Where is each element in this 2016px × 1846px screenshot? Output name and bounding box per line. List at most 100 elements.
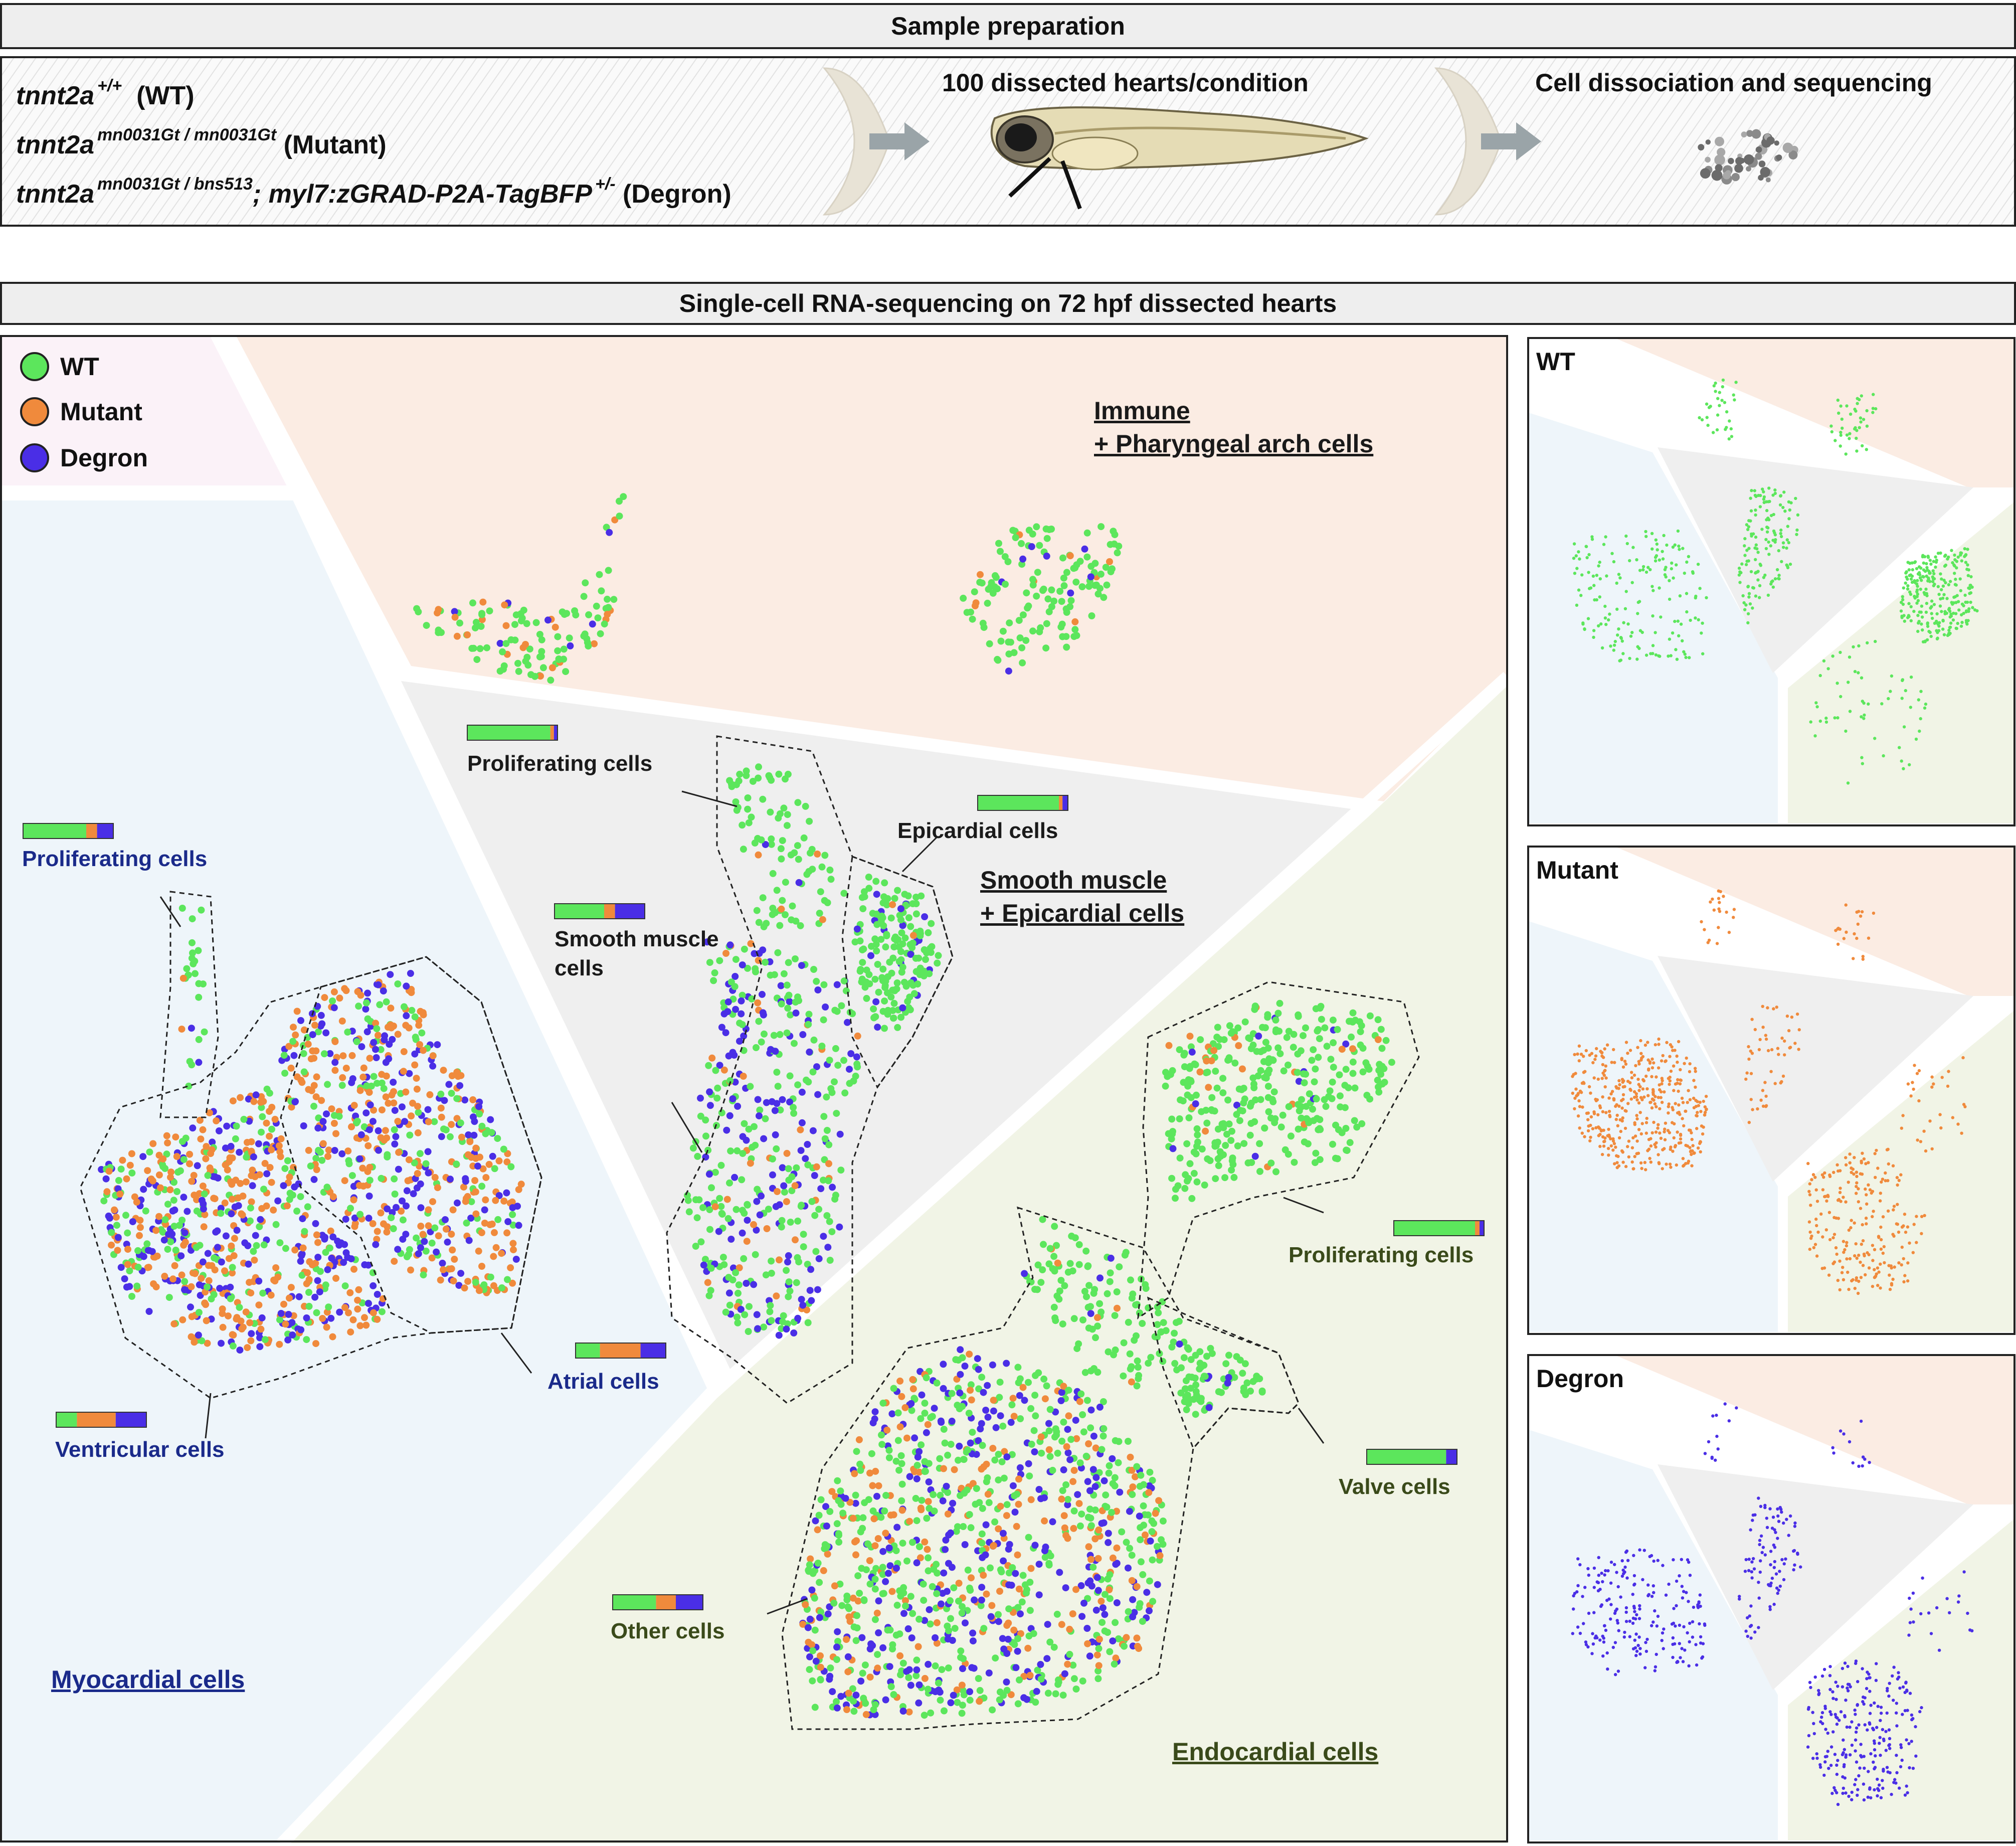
cell-point xyxy=(487,1116,494,1123)
cell-point xyxy=(1052,1425,1059,1433)
cell-point xyxy=(731,1173,739,1181)
cell-point xyxy=(1717,907,1721,911)
cell-point xyxy=(879,1564,886,1571)
cell-point xyxy=(1848,437,1851,440)
cell-point xyxy=(906,1473,913,1480)
cell-point xyxy=(270,1206,277,1214)
cell-point xyxy=(1677,544,1681,548)
cell-point xyxy=(394,980,402,987)
cell-point xyxy=(1964,554,1967,557)
cell-point xyxy=(937,1491,944,1499)
cell-point xyxy=(934,1569,941,1577)
cell-point xyxy=(1750,1018,1754,1021)
cell-point xyxy=(164,1139,171,1146)
cell-point xyxy=(1651,547,1654,551)
cell-point xyxy=(1251,1003,1259,1011)
cell-point xyxy=(909,1385,917,1393)
cell-point xyxy=(736,770,744,778)
cell-point xyxy=(940,1385,947,1392)
cell-point xyxy=(370,1309,377,1316)
cell-point xyxy=(927,1620,934,1628)
cell-point xyxy=(858,1634,866,1641)
cell-point xyxy=(804,1261,811,1268)
cell-point xyxy=(115,1177,122,1184)
cell-point xyxy=(829,1184,836,1191)
cell-point xyxy=(777,845,785,853)
cell-point xyxy=(134,1247,141,1254)
cell-point xyxy=(580,593,588,600)
cell-point xyxy=(1291,1158,1298,1166)
cell-point xyxy=(1264,1083,1272,1090)
cell-point xyxy=(320,1050,328,1058)
cell-point xyxy=(189,915,196,923)
cell-point xyxy=(1654,1145,1658,1149)
cell-point xyxy=(1704,1095,1708,1098)
cell-point xyxy=(198,1275,205,1282)
cell-point xyxy=(167,1173,174,1181)
cell-point xyxy=(776,922,784,929)
cell-point xyxy=(786,1072,794,1080)
cell-point xyxy=(1617,1164,1621,1168)
cell-point xyxy=(912,910,920,918)
cell-point xyxy=(1101,1611,1109,1618)
cell-point xyxy=(1610,1061,1613,1064)
cell-point xyxy=(1682,1124,1686,1128)
cell-point xyxy=(1003,1501,1011,1508)
cell-point xyxy=(821,852,829,859)
cell-point xyxy=(898,1497,905,1504)
cell-point xyxy=(300,1026,308,1034)
cell-point xyxy=(1902,767,1905,770)
cell-point xyxy=(854,1032,861,1040)
cell-point xyxy=(1609,1144,1613,1148)
side-panel-wt: WT xyxy=(1527,337,2015,826)
cell-point xyxy=(212,1173,219,1181)
cell-point xyxy=(1345,1084,1352,1092)
cell-point xyxy=(170,1223,178,1230)
cell-point xyxy=(144,1167,151,1174)
cell-point xyxy=(1123,1539,1130,1546)
cell-point xyxy=(114,1234,122,1241)
cell-point xyxy=(346,1289,354,1296)
cell-point xyxy=(1605,574,1608,578)
cell-point xyxy=(1749,1098,1753,1101)
cell-point xyxy=(312,1047,320,1055)
cell-point xyxy=(1874,407,1878,411)
cell-point xyxy=(206,1164,214,1171)
cell-point xyxy=(947,1615,954,1622)
cell-point xyxy=(1853,427,1857,431)
cell-point xyxy=(1318,1016,1325,1023)
cell-point xyxy=(504,1218,512,1225)
legend-mutant-swatch xyxy=(20,397,49,426)
cell-point xyxy=(1071,626,1079,633)
cell-point xyxy=(732,798,740,805)
cell-point xyxy=(768,1317,775,1324)
cell-point xyxy=(1916,599,1920,602)
cell-point xyxy=(1778,503,1782,507)
cell-point xyxy=(1033,592,1040,600)
cell-point xyxy=(1615,581,1618,585)
cell-point xyxy=(303,1336,310,1344)
cell-point xyxy=(149,1140,157,1147)
cell-point xyxy=(378,1106,386,1114)
cell-point xyxy=(787,851,795,859)
cell-point xyxy=(917,1554,924,1562)
cell-point xyxy=(1060,1383,1067,1390)
cell-point xyxy=(1202,1127,1209,1135)
cell-point xyxy=(926,1504,933,1512)
cell-point xyxy=(711,969,718,976)
cell-point xyxy=(512,1256,520,1263)
cell-point xyxy=(888,1410,896,1418)
group-immune-label-1: Immune xyxy=(1094,397,1190,425)
cell-point xyxy=(1301,1079,1308,1087)
cell-point xyxy=(1581,621,1585,625)
cell-point xyxy=(1016,1676,1023,1684)
cell-point xyxy=(606,529,613,536)
cell-point xyxy=(722,1308,729,1316)
cell-point xyxy=(1732,393,1735,397)
cell-point xyxy=(355,1002,362,1010)
cell-point xyxy=(1613,639,1617,643)
cell-point xyxy=(1612,1048,1615,1052)
cell-point xyxy=(1154,1581,1161,1588)
cell-point xyxy=(991,1456,999,1464)
cell-point xyxy=(939,1497,947,1504)
